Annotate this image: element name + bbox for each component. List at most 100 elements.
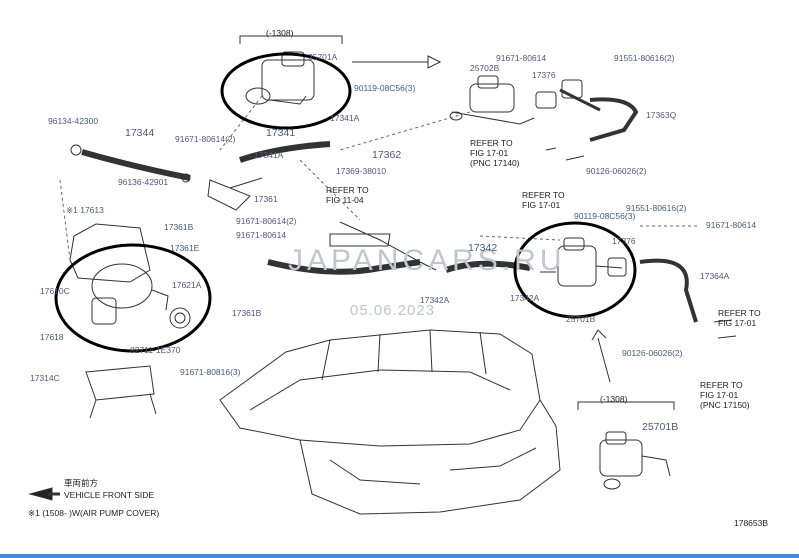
part-17361: 17361 bbox=[254, 194, 278, 204]
bracket-bottom-label: (-1308) bbox=[600, 394, 628, 404]
part-17610c: 17610C bbox=[40, 286, 70, 296]
clamp-96134 bbox=[70, 144, 82, 156]
part-91671-right: 91671-80614 bbox=[706, 220, 757, 230]
refer-note-2-line1: REFER TO bbox=[326, 185, 369, 195]
intake-manifold bbox=[219, 329, 541, 447]
refer-note-2-line2: FIG 11-04 bbox=[326, 195, 364, 205]
part-17341: 17341 bbox=[266, 127, 296, 139]
hose-17362 bbox=[339, 221, 437, 271]
part-25702b: 25702B bbox=[470, 63, 500, 73]
legend-japanese: 車両前方 bbox=[64, 478, 99, 488]
pipe-upper-link bbox=[559, 88, 601, 112]
part-17344: 17344 bbox=[125, 127, 155, 139]
part-25701a: 25701A bbox=[308, 52, 338, 62]
arrow-head-top bbox=[427, 55, 442, 69]
part-17341a-top: 17341A bbox=[330, 113, 360, 123]
leader-lines bbox=[59, 95, 700, 261]
watermark-date: 05.06.2023 bbox=[350, 302, 436, 319]
refer-note-4-line2: FIG 17-01 bbox=[718, 318, 757, 328]
part-90119-top: 90119-08C56(3) bbox=[354, 83, 416, 93]
refer-note-1-line1: REFER TO bbox=[470, 138, 513, 148]
part-17362: 17362 bbox=[372, 149, 402, 161]
legend-front-text: VEHICLE FRONT SIDE bbox=[64, 490, 155, 500]
footer-bar bbox=[0, 554, 799, 558]
part-25701b-mid: 25701B bbox=[566, 314, 596, 324]
hose-17362-lower bbox=[267, 259, 421, 275]
arrow-up-line bbox=[597, 337, 611, 383]
part-91671-left: 91671-80614(2) bbox=[175, 134, 236, 144]
bracket-17314c bbox=[85, 365, 155, 401]
highlight-circle-top bbox=[220, 52, 352, 130]
bracket-bottom bbox=[577, 401, 675, 410]
joint-17361 bbox=[207, 179, 251, 211]
arrow-up-head bbox=[591, 329, 607, 341]
part-91671-mid2: 91671-80614 bbox=[236, 230, 287, 240]
part-96134: 96134-42300 bbox=[48, 116, 99, 126]
bracket-top bbox=[239, 35, 343, 44]
refer-note-3-line1: REFER TO bbox=[522, 190, 565, 200]
filter-17621a-inner bbox=[174, 312, 186, 324]
refer-note-5-line3: (PNC 17150) bbox=[700, 400, 750, 410]
air-switching-valve-mid bbox=[540, 237, 627, 287]
part-17621a: 17621A bbox=[172, 280, 202, 290]
part-17363q: 17363Q bbox=[646, 110, 677, 120]
part-91551-mid: 91551-80616(2) bbox=[626, 203, 687, 213]
bracket-top-label: (-1308) bbox=[266, 28, 294, 38]
part-17342a-right: 17342A bbox=[510, 293, 540, 303]
bracket-legs bbox=[89, 393, 157, 419]
pipe-17363q bbox=[589, 97, 639, 142]
joint-link bbox=[229, 177, 263, 189]
part-17613: ※1 17613 bbox=[66, 205, 104, 215]
part-82711: 82711-1E370 bbox=[130, 345, 181, 355]
bolts-90126-bot bbox=[713, 319, 737, 339]
hose-17342 bbox=[445, 260, 531, 273]
gasket-17376-top bbox=[535, 91, 557, 109]
part-91671-top: 91671-80614 bbox=[496, 53, 547, 63]
refer-note-4-line1: REFER TO bbox=[718, 308, 761, 318]
part-17361e: 17361E bbox=[170, 243, 200, 253]
part-96136: 96136-42901 bbox=[118, 177, 169, 187]
part-90126-bottom: 90126-06026(2) bbox=[622, 348, 683, 358]
air-switching-valve-top bbox=[245, 51, 315, 105]
part-17342: 17342 bbox=[468, 242, 498, 254]
part-91671-bottom: 91671-80816(3) bbox=[180, 367, 241, 377]
diagram-id: 178653B bbox=[734, 518, 769, 528]
air-switching-valve-bottom bbox=[599, 431, 671, 490]
part-17376-top: 17376 bbox=[532, 70, 556, 80]
part-17618: 17618 bbox=[40, 332, 64, 342]
part-17361b-low: 17361B bbox=[232, 308, 262, 318]
legend-note: ※1 (1508- )W(AIR PUMP COVER) bbox=[28, 508, 160, 518]
air-pump bbox=[91, 263, 169, 325]
flange-top bbox=[561, 79, 583, 99]
part-17341a: 17341A bbox=[254, 150, 284, 160]
part-17369: 17369-38010 bbox=[336, 166, 387, 176]
bracket-17369 bbox=[329, 233, 391, 247]
refer-note-3-line2: FIG 17-01 bbox=[522, 200, 561, 210]
part-91671-mid: 91671-80614(2) bbox=[236, 216, 297, 226]
part-17376-mid: 17376 bbox=[612, 236, 636, 246]
part-25701b: 25701B bbox=[642, 421, 679, 433]
engine-block bbox=[299, 399, 561, 515]
watermark-brand: JAPANCARS.RU bbox=[288, 244, 566, 277]
refer-note-1-line2: FIG 17-01 bbox=[470, 148, 509, 158]
highlight-circle-right bbox=[513, 221, 637, 319]
bolts-90126-top bbox=[545, 147, 585, 161]
air-pump-cover bbox=[69, 223, 151, 283]
refer-note-5-line1: REFER TO bbox=[700, 380, 743, 390]
hose-17341 bbox=[239, 141, 331, 163]
clamp-96136 bbox=[181, 173, 191, 183]
highlight-circle-left bbox=[54, 243, 212, 353]
part-17342a-mid: 17342A bbox=[420, 295, 450, 305]
refer-note-5-line2: FIG 17-01 bbox=[700, 390, 739, 400]
filter-17621a bbox=[169, 307, 191, 329]
part-90119-mid: 90119-08C56(3) bbox=[574, 211, 636, 221]
part-17314c: 17314C bbox=[30, 373, 60, 383]
hose-17344 bbox=[81, 149, 191, 181]
part-17361b: 17361B bbox=[164, 222, 194, 232]
pipe-17364a bbox=[639, 258, 698, 323]
valve-25702b bbox=[449, 75, 535, 125]
refer-note-1-line3: (PNC 17140) bbox=[470, 158, 520, 168]
part-90126-top: 90126-06026(2) bbox=[586, 166, 647, 176]
